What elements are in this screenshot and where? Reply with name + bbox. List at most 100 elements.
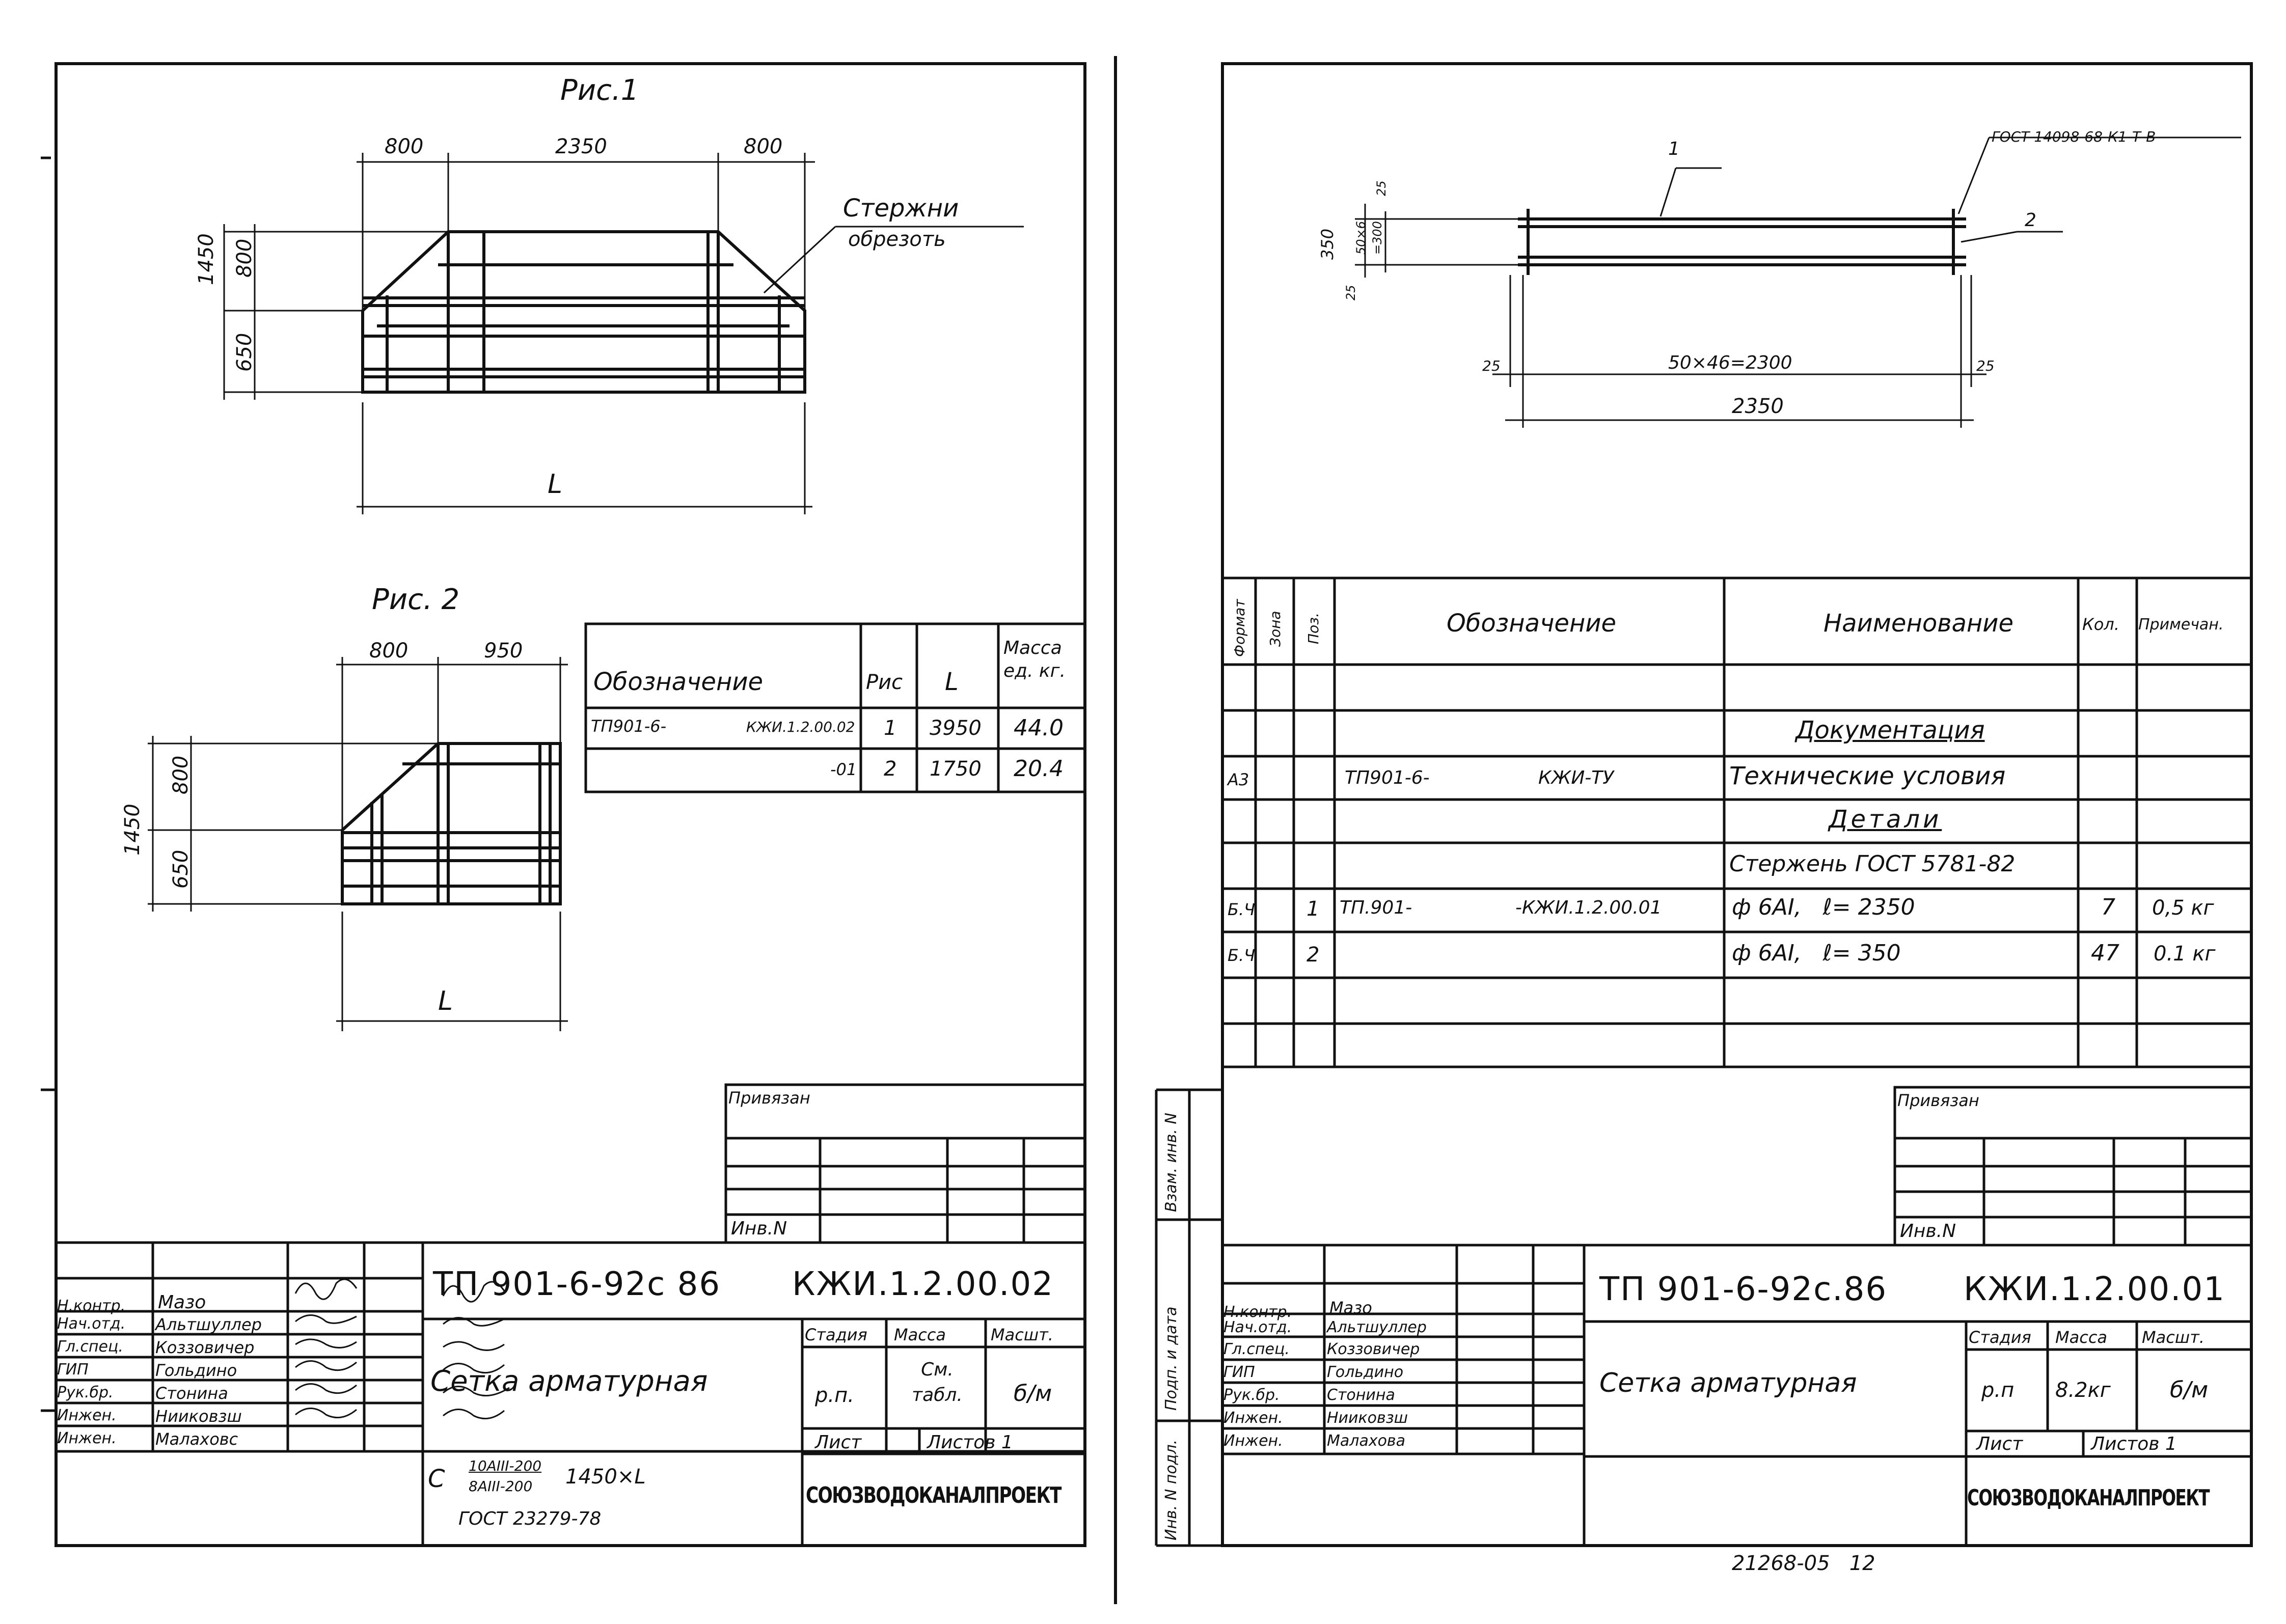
spec-row6-note: 0.1 кг: [2154, 942, 2216, 966]
left-table-row2-L: 1750: [930, 757, 982, 781]
fig1-dim-left-upper: 800: [233, 238, 256, 278]
side-label-inv-orig: Инв. N подл.: [1162, 1439, 1180, 1540]
fig1-mesh: [361, 230, 806, 394]
left-table-grid: [584, 622, 1086, 793]
right-dim-50x6: 50×6: [1354, 221, 1368, 255]
right-inv: Инв.N: [1900, 1221, 1956, 1242]
right-document-code: КЖИ.1.2.00.01: [1964, 1271, 2225, 1308]
left-head-mass: Масса: [894, 1325, 946, 1344]
left-name-1: Альтшуллер: [155, 1315, 262, 1334]
spec-row2-code: ТП901-6-: [1345, 767, 1430, 788]
spec-row6-qty: 47: [2091, 940, 2119, 966]
fig1-dim-top-right: 800: [744, 135, 783, 158]
left-sheets: Листов 1: [927, 1432, 1013, 1453]
left-project-number: ТП 901-6-92с 86: [433, 1265, 721, 1303]
spec-head-zone: Зона: [1267, 611, 1284, 647]
fig1-note-line1: Стержни: [843, 194, 959, 223]
right-project-number: ТП 901-6-92с.86: [1599, 1271, 1888, 1308]
left-formula-c: С: [428, 1465, 445, 1493]
right-name-2: Коззовичер: [1327, 1340, 1420, 1358]
right-head-scale: Масшт.: [2142, 1328, 2205, 1347]
left-role-2: Гл.спец.: [57, 1338, 123, 1356]
left-document-code: КЖИ.1.2.00.02: [792, 1265, 1054, 1303]
left-name-5: Нииковзш: [155, 1407, 242, 1426]
fig1-dim-left-lower: 650: [233, 333, 256, 372]
left-document-title: Сетка арматурная: [430, 1365, 708, 1398]
right-role-1: Нач.отд.: [1223, 1318, 1292, 1336]
left-head-stage: Стадия: [805, 1325, 867, 1344]
left-name-0: Мазо: [158, 1292, 206, 1313]
right-role-6: Инжен.: [1223, 1432, 1283, 1450]
spec-row5-name: ф 6АI, ℓ= 2350: [1732, 894, 1915, 920]
spec-row3-name: Детали: [1829, 805, 1942, 834]
spec-row2-name: Технические условия: [1729, 762, 2006, 790]
right-stamp-grid: [1222, 1244, 2251, 1546]
spec-row6-pos: 2: [1307, 943, 1320, 967]
left-table-row2-fig: 2: [884, 757, 897, 781]
right-name-6: Малахова: [1327, 1432, 1405, 1450]
left-name-3: Гольдино: [155, 1361, 237, 1380]
signature-scribbles: [294, 1278, 520, 1420]
right-sheet: Лист: [1976, 1434, 2023, 1454]
right-head-mass: Масса: [2055, 1328, 2108, 1347]
fig2-title: Рис. 2: [372, 583, 460, 616]
right-role-3: ГИП: [1223, 1363, 1255, 1381]
side-label-replace-inv: Взам. инв. N: [1162, 1113, 1180, 1212]
left-name-2: Коззовичер: [155, 1338, 255, 1357]
spec-row5-format: Б.Ч: [1228, 900, 1256, 919]
spec-head-note: Примечан.: [2138, 616, 2224, 634]
right-mass: 8.2кг: [2055, 1379, 2111, 1402]
left-privyazan: Привязан: [728, 1088, 810, 1108]
right-dim-25-left: 25: [1482, 357, 1501, 374]
left-stage: р.п.: [815, 1384, 854, 1407]
left-table-row1-code: ТП901-6-: [591, 717, 667, 736]
right-dim-25-bottom: 25: [1344, 285, 1358, 300]
right-dim-total: 2350: [1732, 395, 1784, 418]
right-name-1: Альтшуллер: [1327, 1318, 1427, 1336]
spec-head-pos: Поз.: [1305, 613, 1322, 644]
right-stage: р.п: [1981, 1379, 2015, 1402]
left-name-4: Стонина: [155, 1384, 228, 1403]
left-gost: ГОСТ 23279-78: [458, 1508, 602, 1529]
left-mass: См. табл.: [912, 1359, 963, 1406]
left-table-head-mass: Масса ед. кг.: [1003, 638, 1066, 681]
right-mesh-view: [1518, 209, 1966, 275]
right-scale: б/м: [2170, 1377, 2209, 1403]
left-scale: б/м: [1014, 1381, 1052, 1407]
left-role-6: Инжен.: [57, 1429, 117, 1447]
right-role-2: Гл.спец.: [1223, 1340, 1290, 1358]
spec-row5-qty: 7: [2101, 894, 2115, 920]
left-formula-top: 10АIII-200: [469, 1457, 542, 1474]
right-spec-grid: [1222, 576, 2251, 1068]
spec-row1-name: Документация: [1795, 716, 1985, 745]
fig1-dim-top-mid: 2350: [555, 135, 607, 158]
left-role-0: Н.контр.: [57, 1297, 126, 1315]
left-name-6: Малаховс: [155, 1429, 238, 1449]
left-role-5: Инжен.: [57, 1407, 117, 1424]
spec-head-qty: Кол.: [2082, 615, 2119, 634]
left-table-row1-fig: 1: [884, 717, 897, 740]
left-table-head-designation: Обозначение: [593, 668, 764, 696]
fig2-dim-top-left: 800: [369, 639, 409, 663]
left-role-3: ГИП: [57, 1361, 89, 1379]
left-table-row1-ref: КЖИ.1.2.00.02: [746, 719, 855, 735]
spec-row4-name: Стержень ГОСТ 5781-82: [1729, 851, 2016, 877]
spec-row6-format: Б.Ч: [1228, 946, 1256, 965]
fig2-mesh: [341, 742, 562, 905]
fig1-dim-top-left: 800: [385, 135, 424, 158]
left-table-row2-ref: -01: [830, 760, 857, 779]
left-role-4: Рук.бр.: [57, 1384, 114, 1401]
right-gost-note: ГОСТ 14098-68-К1-Т-В: [1992, 128, 2156, 145]
left-table-head-L: L: [945, 668, 959, 696]
fig1-note-line2: обрезоть: [848, 228, 946, 251]
right-role-5: Инжен.: [1223, 1409, 1283, 1427]
spec-row5-ref: -КЖИ.1.2.00.01: [1515, 897, 1662, 918]
spec-head-format: Формат: [1231, 599, 1248, 657]
right-head-stage: Стадия: [1969, 1328, 2031, 1347]
spec-head-name: Наименование: [1824, 609, 2014, 638]
left-head-scale: Масшт.: [991, 1325, 1053, 1344]
right-pos1-label: 1: [1668, 139, 1680, 159]
left-stamp-grid: [56, 1241, 1085, 1546]
right-name-5: Нииковзш: [1327, 1409, 1408, 1427]
spec-row2-ref: КЖИ-ТУ: [1538, 767, 1614, 788]
